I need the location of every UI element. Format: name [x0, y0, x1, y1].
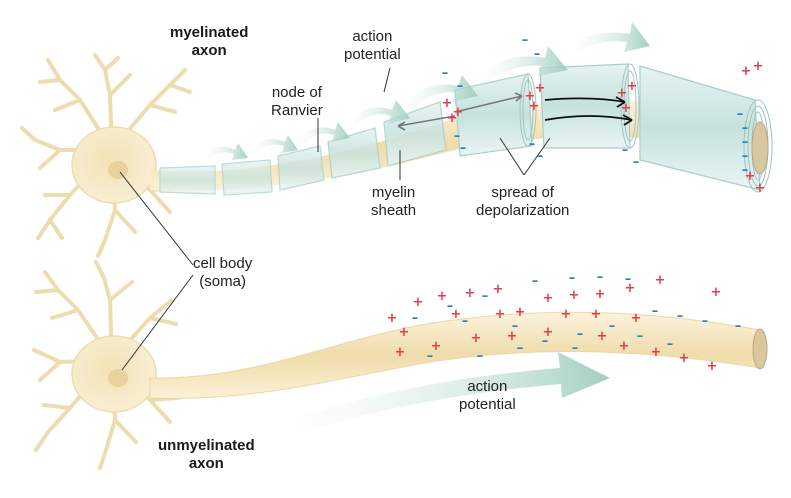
negative-charge-sign: – [412, 311, 419, 326]
negative-charge-sign: – [517, 341, 524, 356]
negative-charge-sign: – [454, 129, 461, 144]
positive-charge-sign: + [515, 305, 526, 320]
negative-charge-sign: – [529, 137, 536, 152]
negative-charge-sign: – [737, 107, 744, 122]
top-nucleus [108, 161, 128, 179]
positive-charge-sign: + [619, 339, 630, 354]
negative-charge-sign: – [677, 309, 684, 324]
positive-charge-sign: + [595, 287, 606, 302]
positive-charge-sign: + [741, 64, 752, 79]
positive-charge-sign: + [617, 86, 628, 101]
positive-charge-sign: + [543, 291, 554, 306]
positive-charge-sign: + [745, 169, 756, 184]
positive-charge-sign: + [535, 81, 546, 96]
positive-charge-sign: + [631, 311, 642, 326]
negative-charge-sign: – [609, 319, 616, 334]
positive-charge-sign: + [387, 311, 398, 326]
top-jump-arrows [200, 22, 650, 162]
negative-charge-sign: – [742, 121, 749, 136]
top-axon-end [751, 121, 769, 175]
negative-charge-sign: – [742, 149, 749, 164]
label-cell-body: cell body(soma) [193, 255, 253, 290]
positive-charge-sign: + [561, 307, 572, 322]
positive-charge-sign: + [525, 89, 536, 104]
negative-charge-sign: – [633, 155, 640, 170]
positive-charge-sign: + [707, 359, 718, 374]
black-spread-arrows [544, 96, 633, 126]
negative-charge-sign: – [532, 274, 539, 289]
positive-charge-sign: + [507, 329, 518, 344]
positive-charge-sign: + [495, 307, 506, 322]
positive-charge-sign: + [597, 329, 608, 344]
positive-charge-sign: + [395, 345, 406, 360]
negative-charge-sign: – [742, 135, 749, 150]
positive-charge-sign: + [651, 345, 662, 360]
negative-charge-sign: – [542, 334, 549, 349]
negative-charge-sign: – [457, 79, 464, 94]
negative-charge-sign: – [427, 349, 434, 364]
positive-charge-sign: + [413, 295, 424, 310]
negative-charge-sign: – [537, 149, 544, 164]
negative-charge-sign: – [652, 304, 659, 319]
negative-charge-sign: – [512, 319, 519, 334]
positive-charge-sign: + [471, 331, 482, 346]
negative-charge-sign: – [572, 341, 579, 356]
positive-charge-sign: + [591, 307, 602, 322]
negative-charge-sign: – [735, 319, 742, 334]
positive-charge-sign: + [621, 101, 632, 116]
positive-charge-sign: + [493, 282, 504, 297]
positive-charge-sign: + [655, 273, 666, 288]
leader-lines [119, 67, 551, 371]
positive-charge-sign: + [543, 325, 554, 340]
negative-charge-sign: – [442, 66, 449, 81]
internal-current-arrows [397, 92, 523, 131]
negative-charge-sign: – [667, 337, 674, 352]
charge-signs: ++++++++++++++++++++++++++++++++++++++++… [387, 33, 766, 374]
bottom-axon-end [752, 328, 768, 370]
myelin-segments [159, 63, 761, 196]
positive-charge-sign: + [711, 285, 722, 300]
bottom-nucleus [108, 369, 128, 387]
positive-charge-sign: + [569, 288, 580, 303]
negative-charge-sign: – [460, 141, 467, 156]
positive-charge-sign: + [442, 96, 453, 111]
negative-charge-sign: – [477, 349, 484, 364]
negative-charge-sign: – [742, 163, 749, 178]
positive-charge-sign: + [529, 99, 540, 114]
negative-charge-sign: – [522, 33, 529, 48]
bottom-action-arrow [240, 352, 610, 452]
positive-charge-sign: + [753, 59, 764, 74]
negative-charge-sign: – [569, 271, 576, 286]
positive-charge-sign: + [447, 111, 458, 126]
negative-charge-sign: – [625, 272, 632, 287]
positive-charge-sign: + [625, 281, 636, 296]
positive-charge-sign: + [627, 79, 638, 94]
negative-charge-sign: – [577, 327, 584, 342]
negative-charge-sign: – [447, 299, 454, 314]
negative-charge-sign: – [534, 47, 541, 62]
positive-charge-sign: + [453, 105, 464, 120]
negative-charge-sign: – [702, 314, 709, 329]
positive-charge-sign: + [465, 286, 476, 301]
positive-charge-sign: + [451, 307, 462, 322]
negative-charge-sign: – [482, 289, 489, 304]
negative-charge-sign: – [637, 329, 644, 344]
negative-charge-sign: – [597, 270, 604, 285]
negative-charge-sign: – [622, 143, 629, 158]
positive-charge-sign: + [679, 351, 690, 366]
positive-charge-sign: + [431, 339, 442, 354]
positive-charge-sign: + [437, 289, 448, 304]
positive-charge-sign: + [399, 325, 410, 340]
negative-charge-sign: – [462, 314, 469, 329]
positive-charge-sign: + [755, 181, 766, 196]
